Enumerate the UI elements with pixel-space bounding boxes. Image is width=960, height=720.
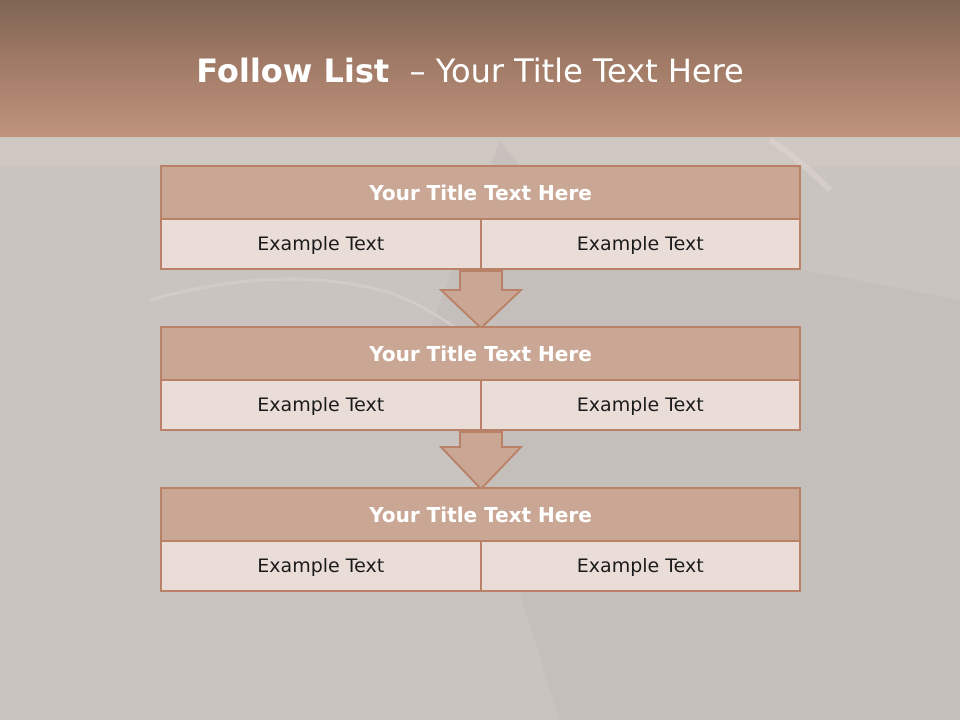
down-arrow-icon bbox=[438, 270, 524, 330]
step-cell-right: Example Text bbox=[481, 542, 801, 592]
step-cell-right: Example Text bbox=[481, 220, 801, 270]
step-title: Your Title Text Here bbox=[160, 326, 801, 381]
step-block-2: Your Title Text Here Example Text Exampl… bbox=[160, 326, 801, 431]
step-block-3: Your Title Text Here Example Text Exampl… bbox=[160, 487, 801, 592]
slide-title-bold: Follow List bbox=[196, 52, 390, 90]
step-block-1: Your Title Text Here Example Text Exampl… bbox=[160, 165, 801, 270]
step-cell-left: Example Text bbox=[160, 542, 482, 592]
step-cell-right: Example Text bbox=[481, 381, 801, 431]
step-cell-left: Example Text bbox=[160, 381, 482, 431]
slide-title-rest: – Your Title Text Here bbox=[409, 52, 744, 90]
step-row: Example Text Example Text bbox=[160, 381, 801, 431]
step-row: Example Text Example Text bbox=[160, 542, 801, 592]
down-arrow-icon bbox=[438, 431, 524, 491]
step-title: Your Title Text Here bbox=[160, 487, 801, 542]
slide-title: Follow List – Your Title Text Here bbox=[0, 52, 940, 90]
step-cell-left: Example Text bbox=[160, 220, 482, 270]
step-row: Example Text Example Text bbox=[160, 220, 801, 270]
title-bar bbox=[0, 0, 960, 137]
step-title: Your Title Text Here bbox=[160, 165, 801, 220]
